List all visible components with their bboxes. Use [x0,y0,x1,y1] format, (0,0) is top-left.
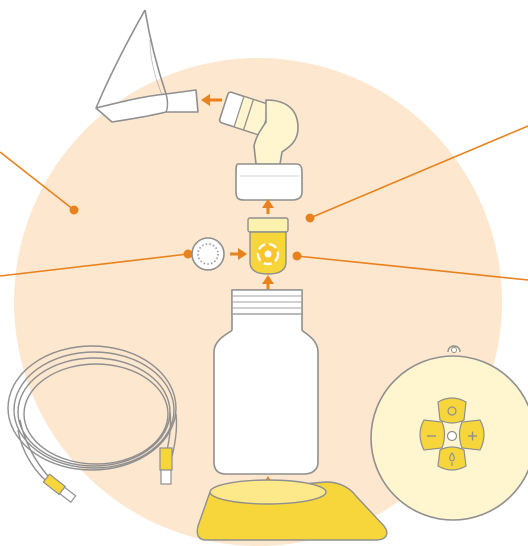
bottle-stand [196,479,388,541]
pump-keypad [419,397,485,471]
callout-valve [292,251,528,281]
breastshield [95,9,199,123]
callout-membrane [0,249,193,277]
key-top [437,397,467,424]
arrow-to-valve-head [262,275,274,290]
tubing-connector-right [159,447,173,485]
arrow-to-connector [262,199,274,214]
let-down-icon [449,452,455,466]
key-bottom [437,446,467,471]
key-right [458,419,485,451]
callout-breastshield [0,151,79,215]
plus-icon [468,431,477,441]
circle-icon [447,406,457,416]
arrow-to-valve [230,248,247,260]
bottle [213,289,319,475]
membrane [191,237,225,271]
keypad-center-ring [446,430,458,442]
key-left [419,419,446,451]
callout-connector [305,125,528,223]
valve-head [247,217,289,275]
tubing-connector-left [42,473,77,504]
arrow-to-breastshield [201,94,222,106]
connector [218,91,303,201]
